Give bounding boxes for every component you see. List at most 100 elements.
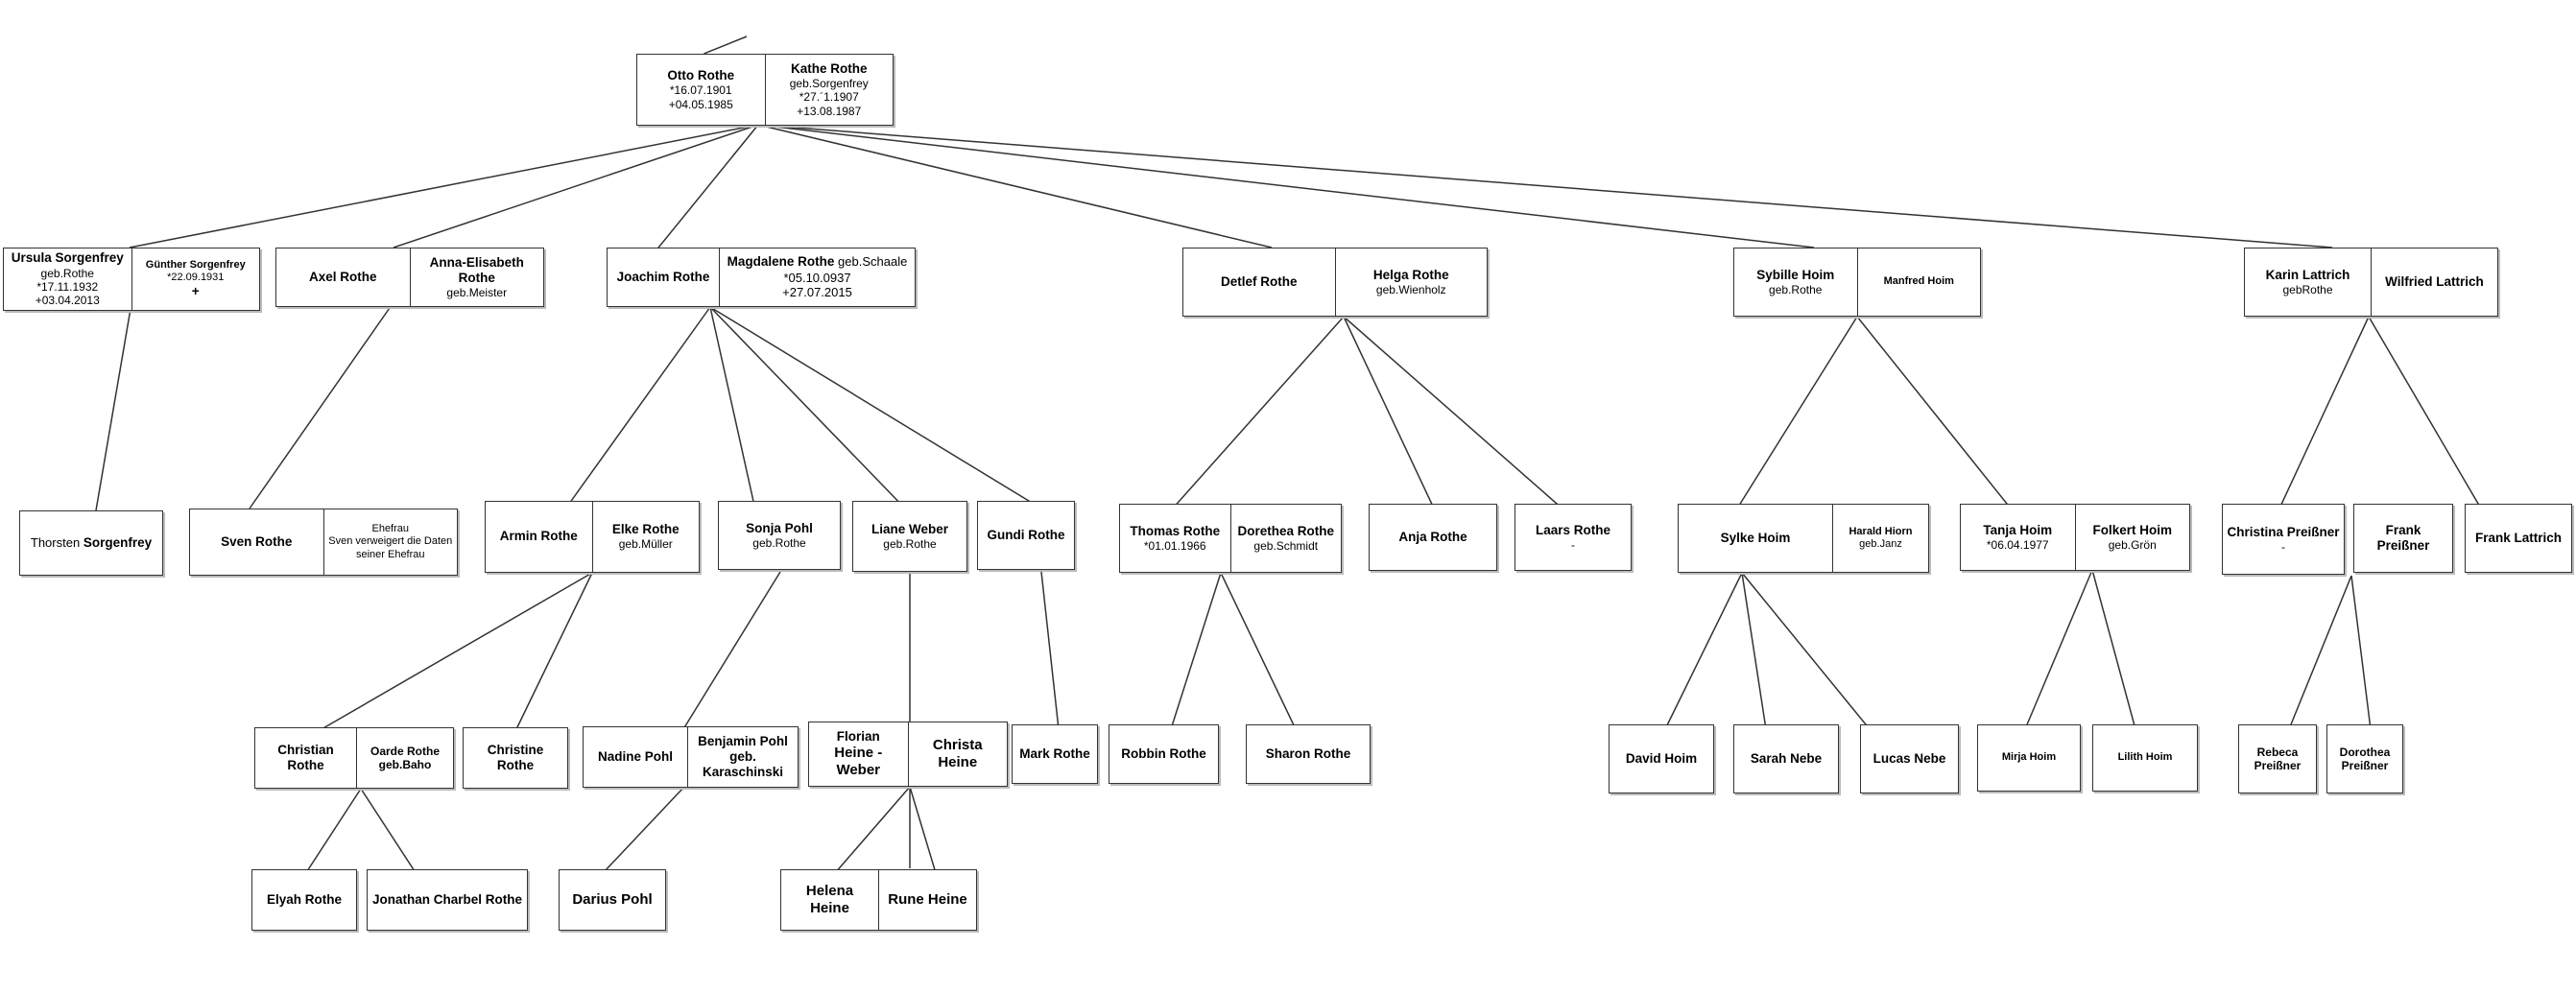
person-sybille-hoim: Sybille Hoim geb.Rothe bbox=[1734, 248, 1857, 316]
birth-date: *01.01.1966 bbox=[1143, 538, 1206, 553]
person-box-florian-christa: Florian Heine -Weber Christa Heine bbox=[808, 722, 1008, 787]
person-name: Liane Weber bbox=[871, 521, 949, 536]
person-name: David Hoim bbox=[1625, 750, 1698, 766]
person-box-darius: Darius Pohl bbox=[559, 869, 666, 931]
person-name: Laars Rothe bbox=[1535, 522, 1611, 537]
person-name: Oarde Rothe bbox=[370, 744, 440, 758]
person-box-christian-oarde: Christian Rothe Oarde Rothe geb.Baho bbox=[254, 727, 454, 789]
person-box-joachim-magdalene: Joachim Rothe Magdalene Rothe geb.Schaal… bbox=[607, 248, 916, 307]
person-box-ursula-guenther: Ursula Sorgenfrey geb.Rothe *17.11.1932 … bbox=[3, 248, 260, 311]
person-box-thorsten: Thorsten Sorgenfrey bbox=[19, 510, 163, 576]
spouse-note: Sven verweigert die Daten bbox=[328, 535, 453, 548]
person-name: Anja Rothe bbox=[1398, 529, 1467, 544]
person-box-rebeca: Rebeca Preißner bbox=[2238, 724, 2317, 793]
person-name: Elyah Rothe bbox=[266, 891, 342, 907]
person-rebeca-preissner: Rebeca Preißner bbox=[2239, 725, 2316, 793]
person-karin-lattrich: Karin Lattrich gebRothe bbox=[2245, 248, 2371, 316]
person-box-lucas: Lucas Nebe bbox=[1860, 724, 1959, 793]
person-name: Mirja Hoim bbox=[2001, 751, 2057, 764]
last-name: Preißner bbox=[2341, 759, 2389, 772]
person-sharon-rothe: Sharon Rothe bbox=[1247, 725, 1370, 783]
person-box-anja: Anja Rothe bbox=[1369, 504, 1497, 571]
death-date: +03.04.2013 bbox=[35, 294, 100, 308]
person-box-mark: Mark Rothe bbox=[1012, 724, 1098, 784]
person-box-lilith: Lilith Hoim bbox=[2092, 724, 2198, 792]
person-name: Sarah Nebe bbox=[1750, 750, 1823, 766]
person-name: Benjamin Pohl bbox=[698, 733, 788, 748]
maiden-name: geb.Müller bbox=[618, 537, 673, 552]
person-name: Anna-Elisabeth Rothe bbox=[429, 254, 524, 285]
person-name: Sylke Hoim bbox=[1720, 530, 1791, 545]
person-tanja-hoim: Tanja Hoim *06.04.1977 bbox=[1961, 505, 2075, 570]
maiden-name: geb.Baho bbox=[378, 758, 432, 771]
maiden-name: geb. Karaschinski bbox=[702, 748, 784, 780]
person-box-otto-kathe: Otto Rothe *16.07.1901 +04.05.1985 Kathe… bbox=[636, 54, 894, 126]
person-name: Kathe Rothe bbox=[790, 60, 868, 76]
person-name: Jonathan Charbel Rothe bbox=[371, 891, 522, 907]
person-anna-elisabeth-rothe: Anna-Elisabeth Rothe geb.Meister bbox=[409, 248, 544, 306]
person-armin-rothe: Armin Rothe bbox=[486, 502, 592, 572]
birth-date: *16.07.1901 bbox=[669, 83, 732, 98]
person-box-detlef-helga: Detlef Rothe Helga Rothe geb.Wienholz bbox=[1182, 248, 1488, 317]
person-name: Mark Rothe bbox=[1019, 746, 1090, 761]
person-dorethea-rothe: Dorethea Rothe geb.Schmidt bbox=[1229, 505, 1342, 572]
first-name: Florian bbox=[836, 728, 880, 744]
person-name: Lucas Nebe bbox=[1872, 750, 1946, 766]
person-name: Harald Hiorn bbox=[1849, 525, 1913, 537]
person-otto-rothe: Otto Rothe *16.07.1901 +04.05.1985 bbox=[637, 55, 765, 125]
maiden-name: geb.Meister bbox=[446, 285, 508, 299]
person-wilfried-lattrich: Wilfried Lattrich bbox=[2371, 248, 2497, 316]
person-christian-rothe: Christian Rothe bbox=[255, 728, 356, 788]
person-box-sylke-harald: Sylke Hoim Harald Hiorn geb.Janz bbox=[1678, 504, 1929, 573]
person-joachim-rothe: Joachim Rothe bbox=[608, 248, 719, 306]
person-name: Darius Pohl bbox=[572, 891, 653, 908]
person-name: Christina Preißner bbox=[2227, 524, 2340, 539]
last-name: Heine -Weber bbox=[834, 745, 883, 779]
person-name: Helena Heine bbox=[805, 883, 854, 916]
person-dorothea-preissner: Dorothea Preißner bbox=[2327, 725, 2402, 793]
person-name: Frank Preißner bbox=[2376, 522, 2430, 553]
person-nadine-pohl: Nadine Pohl bbox=[584, 727, 687, 787]
birth-date: *17.11.1932 bbox=[36, 279, 99, 294]
person-kathe-rothe: Kathe Rothe geb.Sorgenfrey *27.´1.1907 +… bbox=[764, 55, 894, 125]
person-name: Magdalene Rothe bbox=[727, 254, 835, 270]
person-guenther-sorgenfrey: Günther Sorgenfrey *22.09.1931 + bbox=[131, 248, 260, 310]
person-box-sybille-manfred: Sybille Hoim geb.Rothe Manfred Hoim bbox=[1733, 248, 1981, 317]
maiden-name: geb.Janz bbox=[1859, 538, 1902, 550]
person-sylke-hoim: Sylke Hoim bbox=[1679, 505, 1832, 572]
person-box-christine: Christine Rothe bbox=[463, 727, 568, 789]
person-name: Thomas Rothe bbox=[1130, 523, 1221, 538]
person-box-nadine-benjamin: Nadine Pohl Benjamin Pohl geb. Karaschin… bbox=[583, 726, 799, 788]
person-folkert-hoim: Folkert Hoim geb.Grön bbox=[2074, 505, 2190, 570]
person-name: Karin Lattrich bbox=[2265, 267, 2350, 282]
person-elke-rothe: Elke Rothe geb.Müller bbox=[591, 502, 700, 572]
person-name: Christa Heine bbox=[932, 737, 983, 770]
person-sarah-nebe: Sarah Nebe bbox=[1734, 725, 1838, 793]
person-name: Lilith Hoim bbox=[2117, 751, 2173, 764]
person-box-sonja: Sonja Pohl geb.Rothe bbox=[718, 501, 841, 570]
person-thomas-rothe: Thomas Rothe *01.01.1966 bbox=[1120, 505, 1230, 572]
person-lilith-hoim: Lilith Hoim bbox=[2093, 725, 2197, 791]
first-name: Thorsten bbox=[30, 534, 81, 550]
person-sonja-pohl: Sonja Pohl geb.Rothe bbox=[719, 502, 840, 569]
person-helena-heine: Helena Heine bbox=[781, 870, 878, 930]
person-box-laars: Laars Rothe - bbox=[1515, 504, 1632, 571]
maiden-name: geb.Rothe bbox=[1769, 282, 1823, 296]
person-david-hoim: David Hoim bbox=[1610, 725, 1713, 793]
person-box-jonathan: Jonathan Charbel Rothe bbox=[367, 869, 528, 931]
person-name: Detlef Rothe bbox=[1220, 273, 1298, 289]
death-mark: + bbox=[191, 284, 200, 299]
person-box-sharon: Sharon Rothe bbox=[1246, 724, 1371, 784]
person-box-helena-rune: Helena Heine Rune Heine bbox=[780, 869, 977, 931]
person-name: Wilfried Lattrich bbox=[2385, 273, 2484, 289]
person-lucas-nebe: Lucas Nebe bbox=[1861, 725, 1958, 793]
person-frank-lattrich: Frank Lattrich bbox=[2466, 505, 2571, 572]
person-name: Sybille Hoim bbox=[1756, 267, 1835, 282]
person-manfred-hoim: Manfred Hoim bbox=[1856, 248, 1981, 316]
maiden-name: gebRothe bbox=[2282, 282, 2333, 296]
person-magdalene-rothe: Magdalene Rothe geb.Schaale *05.10.0937 … bbox=[719, 248, 915, 306]
person-laars-rothe: Laars Rothe - bbox=[1515, 505, 1631, 570]
person-mirja-hoim: Mirja Hoim bbox=[1978, 725, 2080, 791]
person-box-mirja: Mirja Hoim bbox=[1977, 724, 2081, 792]
